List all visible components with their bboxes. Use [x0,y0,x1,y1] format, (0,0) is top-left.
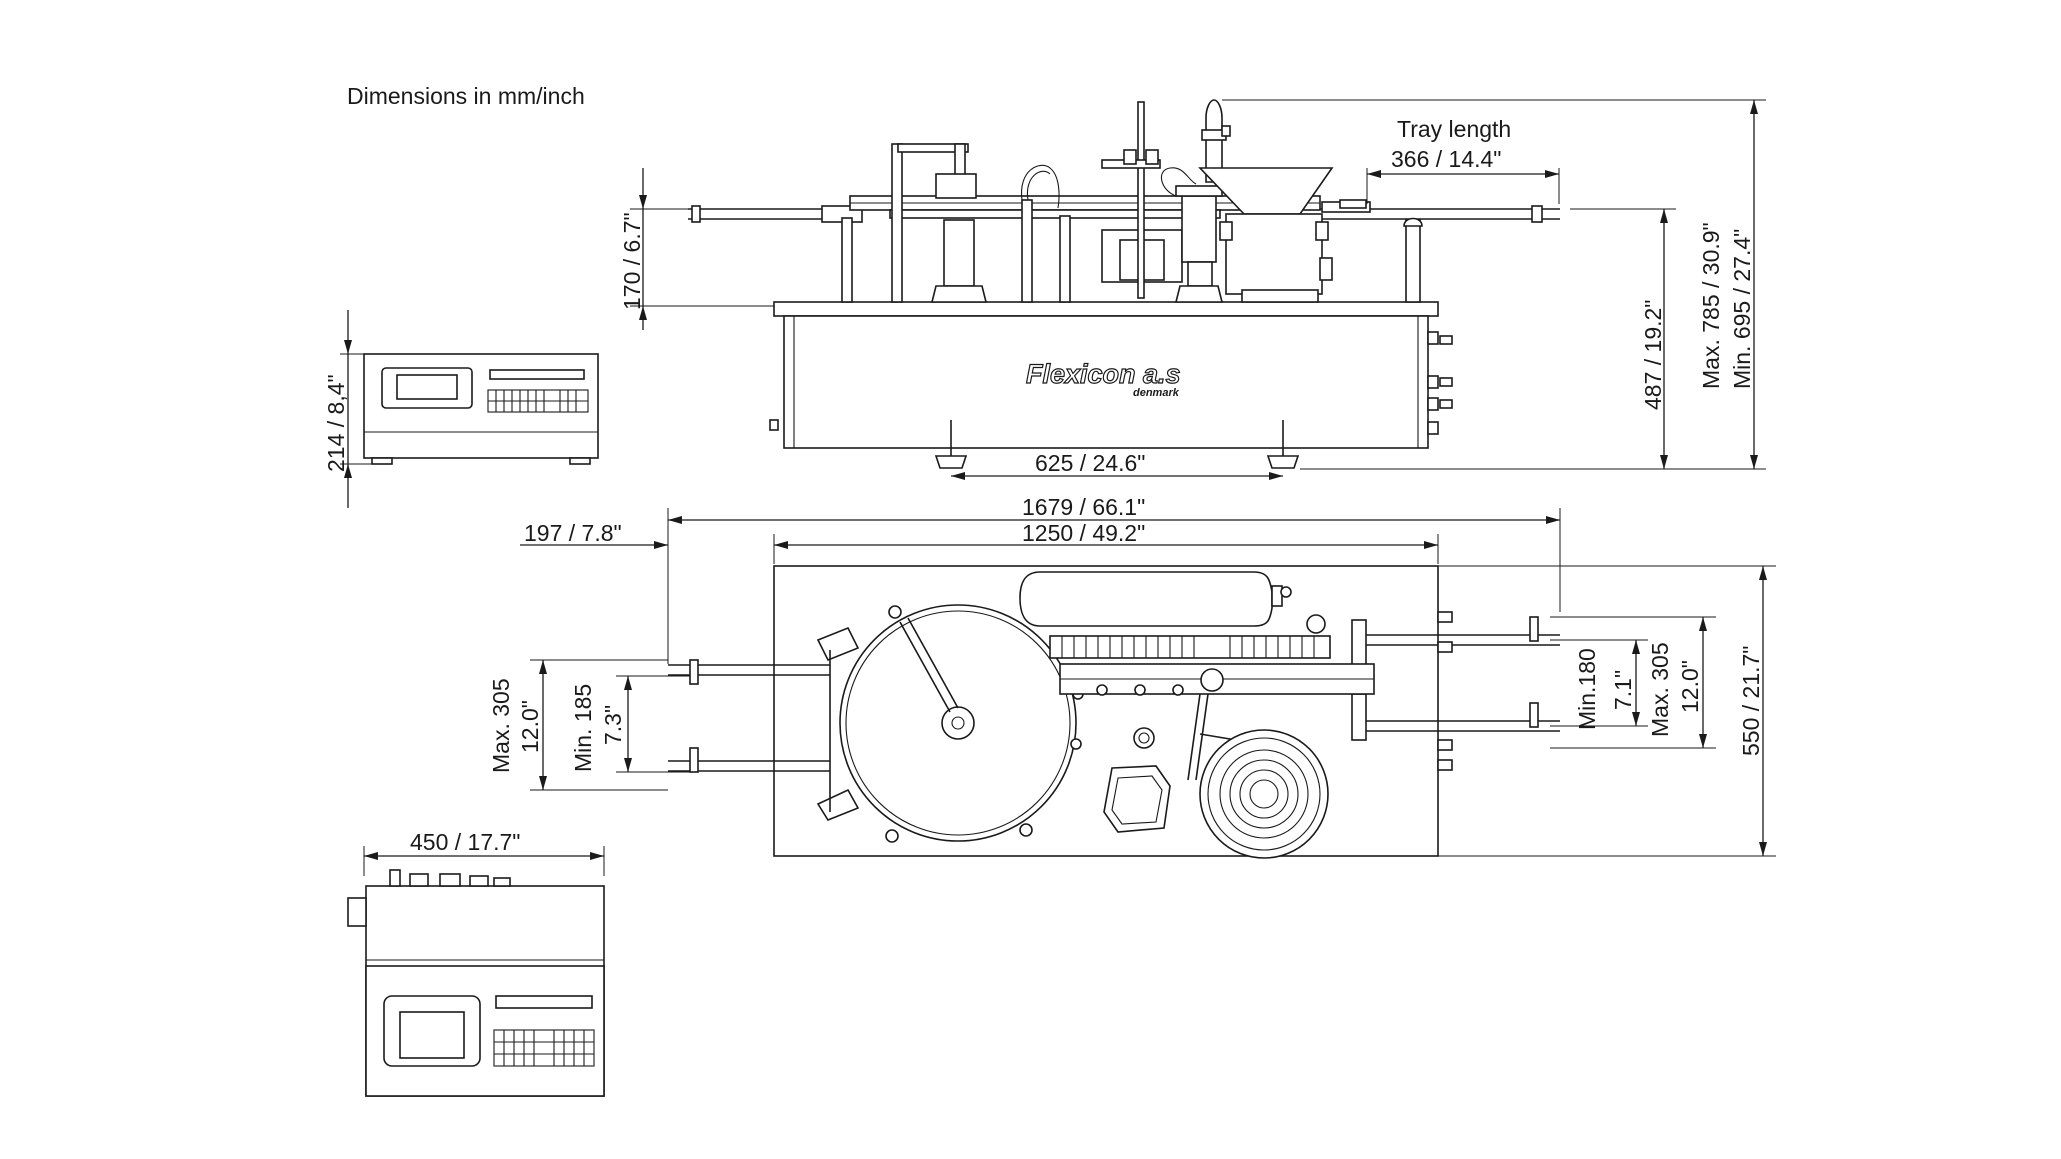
table-height-dimension: 487 / 19.2" [1570,208,1676,469]
left-min-label: Min. 185 [570,684,596,772]
right-tray-spacing-dimension: Min.180 7.1" Max. 305 12.0" [1550,616,1716,749]
depth-label: 550 / 21.7" [1738,646,1764,756]
overall-length-dimension: 1679 / 66.1" [667,494,1561,664]
machine-top-view [668,565,1560,859]
upper-height-dimension: 170 / 6.7" [619,168,774,330]
right-min-label: Min.180 [1574,648,1600,730]
drawing-title: Dimensions in mm/inch [347,83,585,109]
table-length-label: 1250 / 49.2" [1022,520,1145,546]
right-max-inch-label: 12.0" [1677,660,1703,713]
overall-length-label: 1679 / 66.1" [1022,494,1145,520]
offset-dimension: 197 / 7.8" [520,520,668,549]
depth-dimension: 550 / 21.7" [1438,565,1776,857]
overall-height-dimension: Max. 785 / 30.9" Min. 695 / 27.4" [1222,99,1766,470]
controller-top-view [347,869,605,1097]
table-length-dimension: 1250 / 49.2" [773,520,1439,564]
right-max-label: Max. 305 [1647,642,1673,737]
tray-length-dimension: Tray length 366 / 14.4" [1366,116,1560,204]
left-max-inch-label: 12.0" [517,700,543,753]
left-max-label: Max. 305 [488,678,514,773]
max-height-label: Max. 785 / 30.9" [1698,222,1724,389]
brand-logo: Flexicon a.s [1026,359,1181,389]
controller-width-label: 450 / 17.7" [410,829,520,855]
tray-length-label: Tray length [1397,116,1511,142]
brand-logo-sub: denmark [1133,387,1180,399]
left-min-inch-label: 7.3" [600,705,626,745]
controller-height-label: 214 / 8,4" [323,374,349,472]
controller-height-dimension: 214 / 8,4" [323,310,372,508]
machine-side-view: Flexicon a.s denmark [688,99,1560,469]
min-height-label: Min. 695 / 27.4" [1729,229,1755,389]
left-tray-spacing-dimension: Max. 305 12.0" Min. 185 7.3" [488,659,690,791]
controller-front-view [363,353,599,465]
table-height-label: 487 / 19.2" [1640,300,1666,410]
upper-height-label: 170 / 6.7" [619,212,645,310]
offset-label: 197 / 7.8" [524,520,622,546]
right-min-inch-label: 7.1" [1610,670,1636,710]
tray-length-value: 366 / 14.4" [1391,146,1501,172]
controller-width-dimension: 450 / 17.7" [363,829,605,876]
feet-spacing-dimension: 625 / 24.6" [951,450,1283,480]
feet-spacing-label: 625 / 24.6" [1035,450,1145,476]
